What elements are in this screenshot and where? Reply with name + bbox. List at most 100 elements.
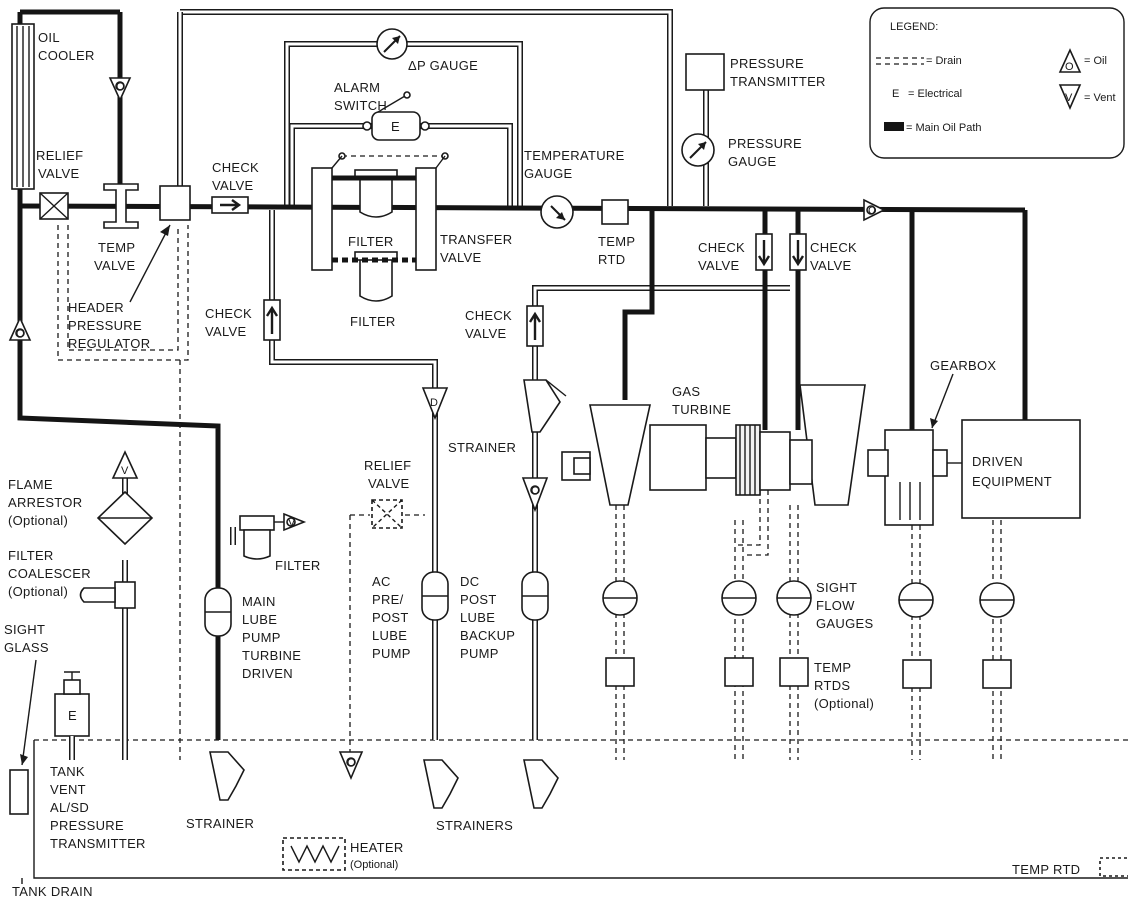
label-tank-vent-2: VENT [50,782,86,797]
symbol-v-flame: V [121,465,129,477]
label-relief-valve-mid-2: VALVE [368,476,410,491]
label-flame-arrestor-3: (Optional) [8,513,68,528]
label-sight-glass-2: GLASS [4,640,49,655]
label-dc-pump-5: PUMP [460,646,499,661]
label-check-valve-left-1: CHECK [205,306,252,321]
label-relief-valve-top-2: VALVE [38,166,80,181]
labels: OIL COOLER RELIEF VALVE TEMP VALVE HEADE… [4,30,1080,899]
label-e-box: E [391,119,400,134]
label-filter-coalescer-1: FILTER [8,548,54,563]
legend-electrical: = Electrical [908,88,962,100]
label-sight-glass-1: SIGHT [4,622,45,637]
oil-cooler [11,23,35,190]
symbol-o-tank: O [347,757,356,769]
label-header-1: HEADER [68,300,124,315]
label-pressure-gauge-1: PRESSURE [728,136,802,151]
legend-drain: = Drain [926,55,962,67]
label-gearbox: GEARBOX [930,358,996,373]
sight-glass [9,659,37,815]
label-temp-rtds-3: (Optional) [814,696,874,711]
label-gas-turbine-2: TURBINE [672,402,731,417]
label-tank-vent-1: TANK [50,764,85,779]
label-main-lube-pump-2: LUBE [242,612,277,627]
label-sight-flow-gauges-2: FLOW [816,598,855,613]
label-check-valve-mid-1: CHECK [465,308,512,323]
label-ac-pump-2: PRE/ [372,592,404,607]
label-temp-valve-2: VALVE [94,258,136,273]
relief-valve-mid [371,499,403,529]
sight-flow-gauges [602,580,1015,618]
label-alarm-switch-1: ALARM [334,80,380,95]
label-heater-2: (Optional) [350,859,398,871]
label-temp-rtds-2: RTDS [814,678,850,693]
legend: LEGEND: = Drain E = Electrical = Main Oi… [869,7,1125,159]
filter-assembly [311,152,449,302]
label-main-lube-pump-1: MAIN [242,594,276,609]
label-tank-vent-3: AL/SD [50,800,89,815]
relief-valve-top [39,192,69,220]
label-driven-equipment-1: DRIVEN [972,454,1023,469]
label-main-lube-pump-3: PUMP [242,630,281,645]
electrical-level-switch [54,671,90,760]
label-main-lube-pump-5: DRIVEN [242,666,293,681]
header-pressure-regulator [129,185,191,303]
label-filter-vent: FILTER [275,558,321,573]
label-dc-pump-1: DC [460,574,479,589]
legend-title: LEGEND: [890,21,938,33]
label-check-valve-mid-2: VALVE [465,326,507,341]
label-sight-flow-gauges-3: GAUGES [816,616,873,631]
heater [282,837,346,871]
label-transfer-valve-2: VALVE [440,250,482,265]
alarm-switch [362,91,430,141]
label-pressure-gauge-2: GAUGE [728,154,776,169]
temp-valve [103,183,139,229]
label-relief-valve-top-1: RELIEF [36,148,83,163]
label-check-valve-right1-1: CHECK [698,240,745,255]
symbol-o-right: O [868,205,877,217]
label-dc-pump-3: LUBE [460,610,495,625]
dp-gauge [376,28,408,60]
label-heater-1: HEATER [350,840,404,855]
label-strainer-bottom: STRAINER [186,816,254,831]
label-temperature-gauge-1: TEMPERATURE [524,148,625,163]
label-check-valve-right2-2: VALVE [810,258,852,273]
label-tank-vent-5: TRANSMITTER [50,836,146,851]
label-pressure-transmitter-2: TRANSMITTER [730,74,826,89]
oil-flow-marker-dc [521,477,549,513]
label-oil-cooler-1: OIL [38,30,60,45]
label-check-valve-top-2: VALVE [212,178,254,193]
legend-vent: = Vent [1084,92,1116,104]
symbol-v-filter: V [288,517,296,529]
vent-filter [239,512,307,560]
label-flame-arrestor-1: FLAME [8,477,53,492]
label-relief-valve-mid-1: RELIEF [364,458,411,473]
legend-electrical-symbol: E [892,88,899,100]
drain-lines [57,225,1002,760]
oil-flow-marker-right [863,198,886,222]
drain-marker [421,387,449,421]
label-tank-drain: TANK DRAIN [12,884,93,899]
label-gas-turbine-1: GAS [672,384,700,399]
label-filter-coalescer-3: (Optional) [8,584,68,599]
label-temperature-gauge-2: GAUGE [524,166,572,181]
flame-arrestor [96,450,154,546]
label-oil-cooler-2: COOLER [38,48,95,63]
label-dc-pump-4: BACKUP [460,628,515,643]
legend-oil: = Oil [1084,55,1107,67]
label-sight-flow-gauges-1: SIGHT [816,580,857,595]
label-ac-pump-5: PUMP [372,646,411,661]
label-ac-pump-1: AC [372,574,391,589]
check-valve-top [211,196,249,214]
label-header-3: REGULATOR [68,336,150,351]
filter-coalescer [79,581,136,609]
label-temp-rtds-1: TEMP [814,660,851,675]
label-strainer-upper: STRAINER [448,440,516,455]
label-dp-gauge: ΔP GAUGE [408,58,478,73]
label-temp-rtd-2: RTD [598,252,625,267]
label-driven-equipment-2: EQUIPMENT [972,474,1052,489]
label-main-lube-pump-4: TURBINE [242,648,301,663]
tank-strainers [209,751,559,809]
pressure-transmitter [685,53,725,91]
symbol-o-left: O [16,328,25,340]
